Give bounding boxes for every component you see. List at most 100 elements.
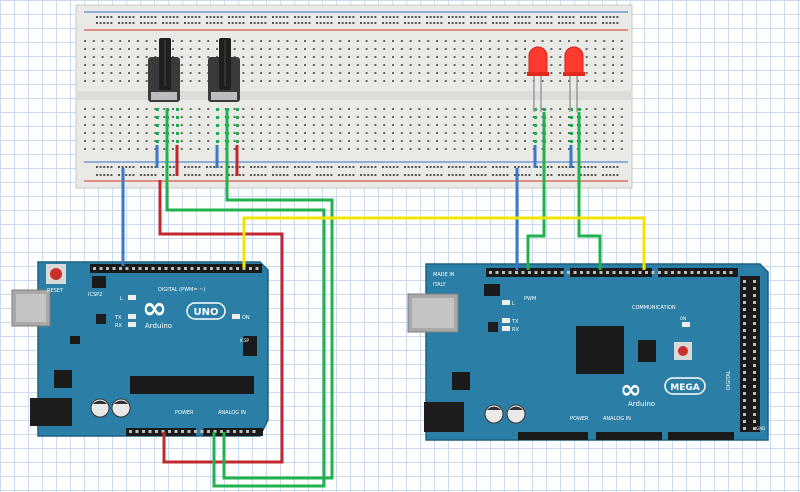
breadboard-hole xyxy=(282,174,285,176)
breadboard-hole xyxy=(352,22,355,24)
header-pin xyxy=(502,271,505,274)
breadboard-hole xyxy=(198,40,201,42)
breadboard-hole xyxy=(312,72,315,74)
breadboard-hole xyxy=(407,16,410,18)
breadboard-hole xyxy=(99,166,102,168)
breadboard-hole xyxy=(242,72,245,74)
breadboard-hole xyxy=(268,148,271,150)
breadboard-hole xyxy=(404,16,406,18)
breadboard-hole xyxy=(128,116,130,118)
mega-rx-label: RX xyxy=(512,327,519,333)
header-pin xyxy=(181,430,184,433)
breadboard-hole xyxy=(348,56,350,58)
breadboard-hole xyxy=(235,16,238,18)
breadboard-hole xyxy=(550,40,553,42)
header-pin xyxy=(93,267,96,270)
breadboard-hole xyxy=(587,22,590,24)
breadboard-hole xyxy=(323,22,326,24)
breadboard-hole xyxy=(84,48,86,50)
breadboard-hole xyxy=(418,48,421,50)
header-pin xyxy=(723,271,726,274)
breadboard-hole xyxy=(524,80,526,82)
header-pin xyxy=(210,267,213,270)
breadboard-hole xyxy=(189,108,192,110)
header-pin xyxy=(129,430,132,433)
breadboard-hole xyxy=(330,16,333,18)
breadboard-hole xyxy=(341,22,344,24)
breadboard-hole xyxy=(101,48,104,50)
breadboard-hole xyxy=(330,80,333,82)
breadboard-hole xyxy=(356,148,359,150)
breadboard-hole xyxy=(524,140,526,142)
breadboard-hole xyxy=(187,166,190,168)
breadboard-hole xyxy=(515,40,518,42)
breadboard-hole xyxy=(515,148,518,150)
breadboard-hole xyxy=(374,48,377,50)
breadboard-hole xyxy=(418,174,421,176)
header-pin xyxy=(743,350,746,353)
breadboard-hole xyxy=(521,16,524,18)
breadboard-hole xyxy=(541,108,544,110)
breadboard-hole xyxy=(272,174,274,176)
breadboard-connected-hole xyxy=(570,140,573,143)
breadboard-hole xyxy=(238,16,241,18)
breadboard-hole xyxy=(594,116,597,118)
breadboard-hole xyxy=(304,72,306,74)
breadboard-hole xyxy=(455,166,458,168)
breadboard-hole xyxy=(587,16,590,18)
breadboard-hole xyxy=(515,108,518,110)
breadboard-hole xyxy=(136,124,139,126)
breadboard-hole xyxy=(453,48,456,50)
breadboard-hole xyxy=(348,140,350,142)
breadboard-hole xyxy=(106,16,109,18)
breadboard-connected-hole xyxy=(176,116,179,119)
header-pin xyxy=(753,399,756,402)
breadboard-hole xyxy=(590,166,593,168)
breadboard-hole xyxy=(559,148,562,150)
breadboard-hole xyxy=(583,166,586,168)
breadboard-hole xyxy=(286,108,289,110)
breadboard-hole xyxy=(295,72,298,74)
breadboard-hole xyxy=(128,80,130,82)
header-pin xyxy=(99,267,103,270)
breadboard-hole xyxy=(125,16,128,18)
breadboard-hole xyxy=(326,174,329,176)
breadboard-hole xyxy=(609,166,612,168)
breadboard-hole xyxy=(198,116,201,118)
breadboard-hole xyxy=(524,40,526,42)
breadboard-hole xyxy=(154,22,157,24)
breadboard-hole xyxy=(620,108,623,110)
breadboard-hole xyxy=(277,140,280,142)
breadboard-hole xyxy=(524,16,527,18)
breadboard-hole xyxy=(277,124,280,126)
header-pin xyxy=(226,430,230,433)
breadboard-hole xyxy=(396,166,399,168)
breadboard-hole xyxy=(389,174,392,176)
breadboard-hole xyxy=(198,22,201,24)
breadboard-hole xyxy=(559,72,562,74)
breadboard-hole xyxy=(321,56,324,58)
breadboard-hole xyxy=(251,108,254,110)
breadboard-hole xyxy=(84,124,86,126)
breadboard-hole xyxy=(515,116,518,118)
breadboard-hole xyxy=(603,40,606,42)
breadboard-hole xyxy=(594,132,597,134)
header-pin xyxy=(743,280,746,283)
breadboard-hole xyxy=(612,48,614,50)
breadboard-connected-hole xyxy=(216,124,219,127)
breadboard-hole xyxy=(233,48,236,50)
breadboard-hole xyxy=(233,116,236,118)
breadboard-hole xyxy=(260,40,262,42)
breadboard-hole xyxy=(260,48,262,50)
breadboard-hole xyxy=(250,174,252,176)
breadboard-hole xyxy=(304,124,306,126)
breadboard-hole xyxy=(495,166,498,168)
breadboard-hole xyxy=(264,22,267,24)
header-pin xyxy=(200,430,204,433)
breadboard-hole xyxy=(294,174,296,176)
breadboard-hole xyxy=(145,72,148,74)
wire-green-pot1-analog xyxy=(165,110,326,488)
breadboard-connected-hole xyxy=(156,124,159,127)
breadboard-hole xyxy=(330,124,333,126)
breadboard-hole xyxy=(480,124,482,126)
